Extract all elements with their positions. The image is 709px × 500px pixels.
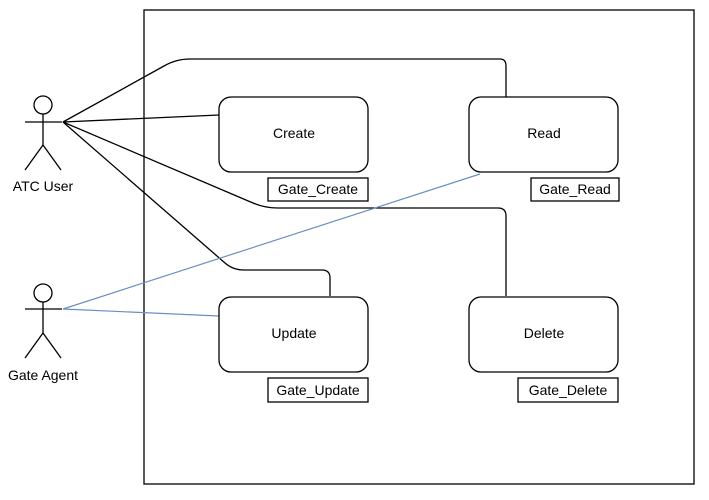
- connector-atc-read: [62, 58, 507, 123]
- use-case-delete: Delete Gate_Delete: [468, 296, 619, 403]
- tag-label: Gate_Create: [278, 181, 358, 197]
- tag-box: [530, 177, 620, 202]
- actor-label-gate-agent: Gate Agent: [8, 367, 78, 383]
- tag-label: Gate_Read: [539, 181, 611, 197]
- use-case-box: [218, 296, 369, 373]
- actor-head: [33, 95, 53, 115]
- use-case-read: Read Gate_Read: [468, 96, 620, 202]
- system-boundary: [143, 9, 695, 485]
- actor-gate-agent: Gate Agent: [8, 283, 78, 383]
- use-case-box: [468, 96, 619, 173]
- actor-leg-left: [24, 332, 44, 359]
- use-case-label: Create: [273, 125, 315, 141]
- connector-atc-update: [62, 121, 331, 296]
- actor-head: [33, 283, 53, 303]
- connector-agent-read: [62, 173, 481, 310]
- actor-leg-right: [42, 144, 62, 171]
- use-case-label: Delete: [524, 325, 565, 341]
- tag-box: [267, 377, 369, 403]
- actor-atc-user: ATC User: [13, 95, 74, 194]
- use-case-box: [218, 96, 369, 173]
- tag-label: Gate_Delete: [529, 382, 608, 398]
- use-case-create: Create Gate_Create: [218, 96, 369, 202]
- connector-atc-create: [62, 114, 220, 123]
- use-case-label: Read: [527, 125, 560, 141]
- connector-atc-delete: [62, 121, 507, 296]
- tag-label: Gate_Update: [276, 382, 359, 398]
- tag-box: [517, 377, 619, 403]
- actor-leg-left: [24, 144, 44, 171]
- connector-agent-update: [62, 308, 220, 317]
- use-case-label: Update: [271, 325, 316, 341]
- tag-box: [267, 177, 369, 202]
- actor-leg-right: [42, 332, 62, 359]
- use-case-update: Update Gate_Update: [218, 296, 369, 403]
- use-case-box: [468, 296, 619, 373]
- actor-label-atc-user: ATC User: [13, 178, 74, 194]
